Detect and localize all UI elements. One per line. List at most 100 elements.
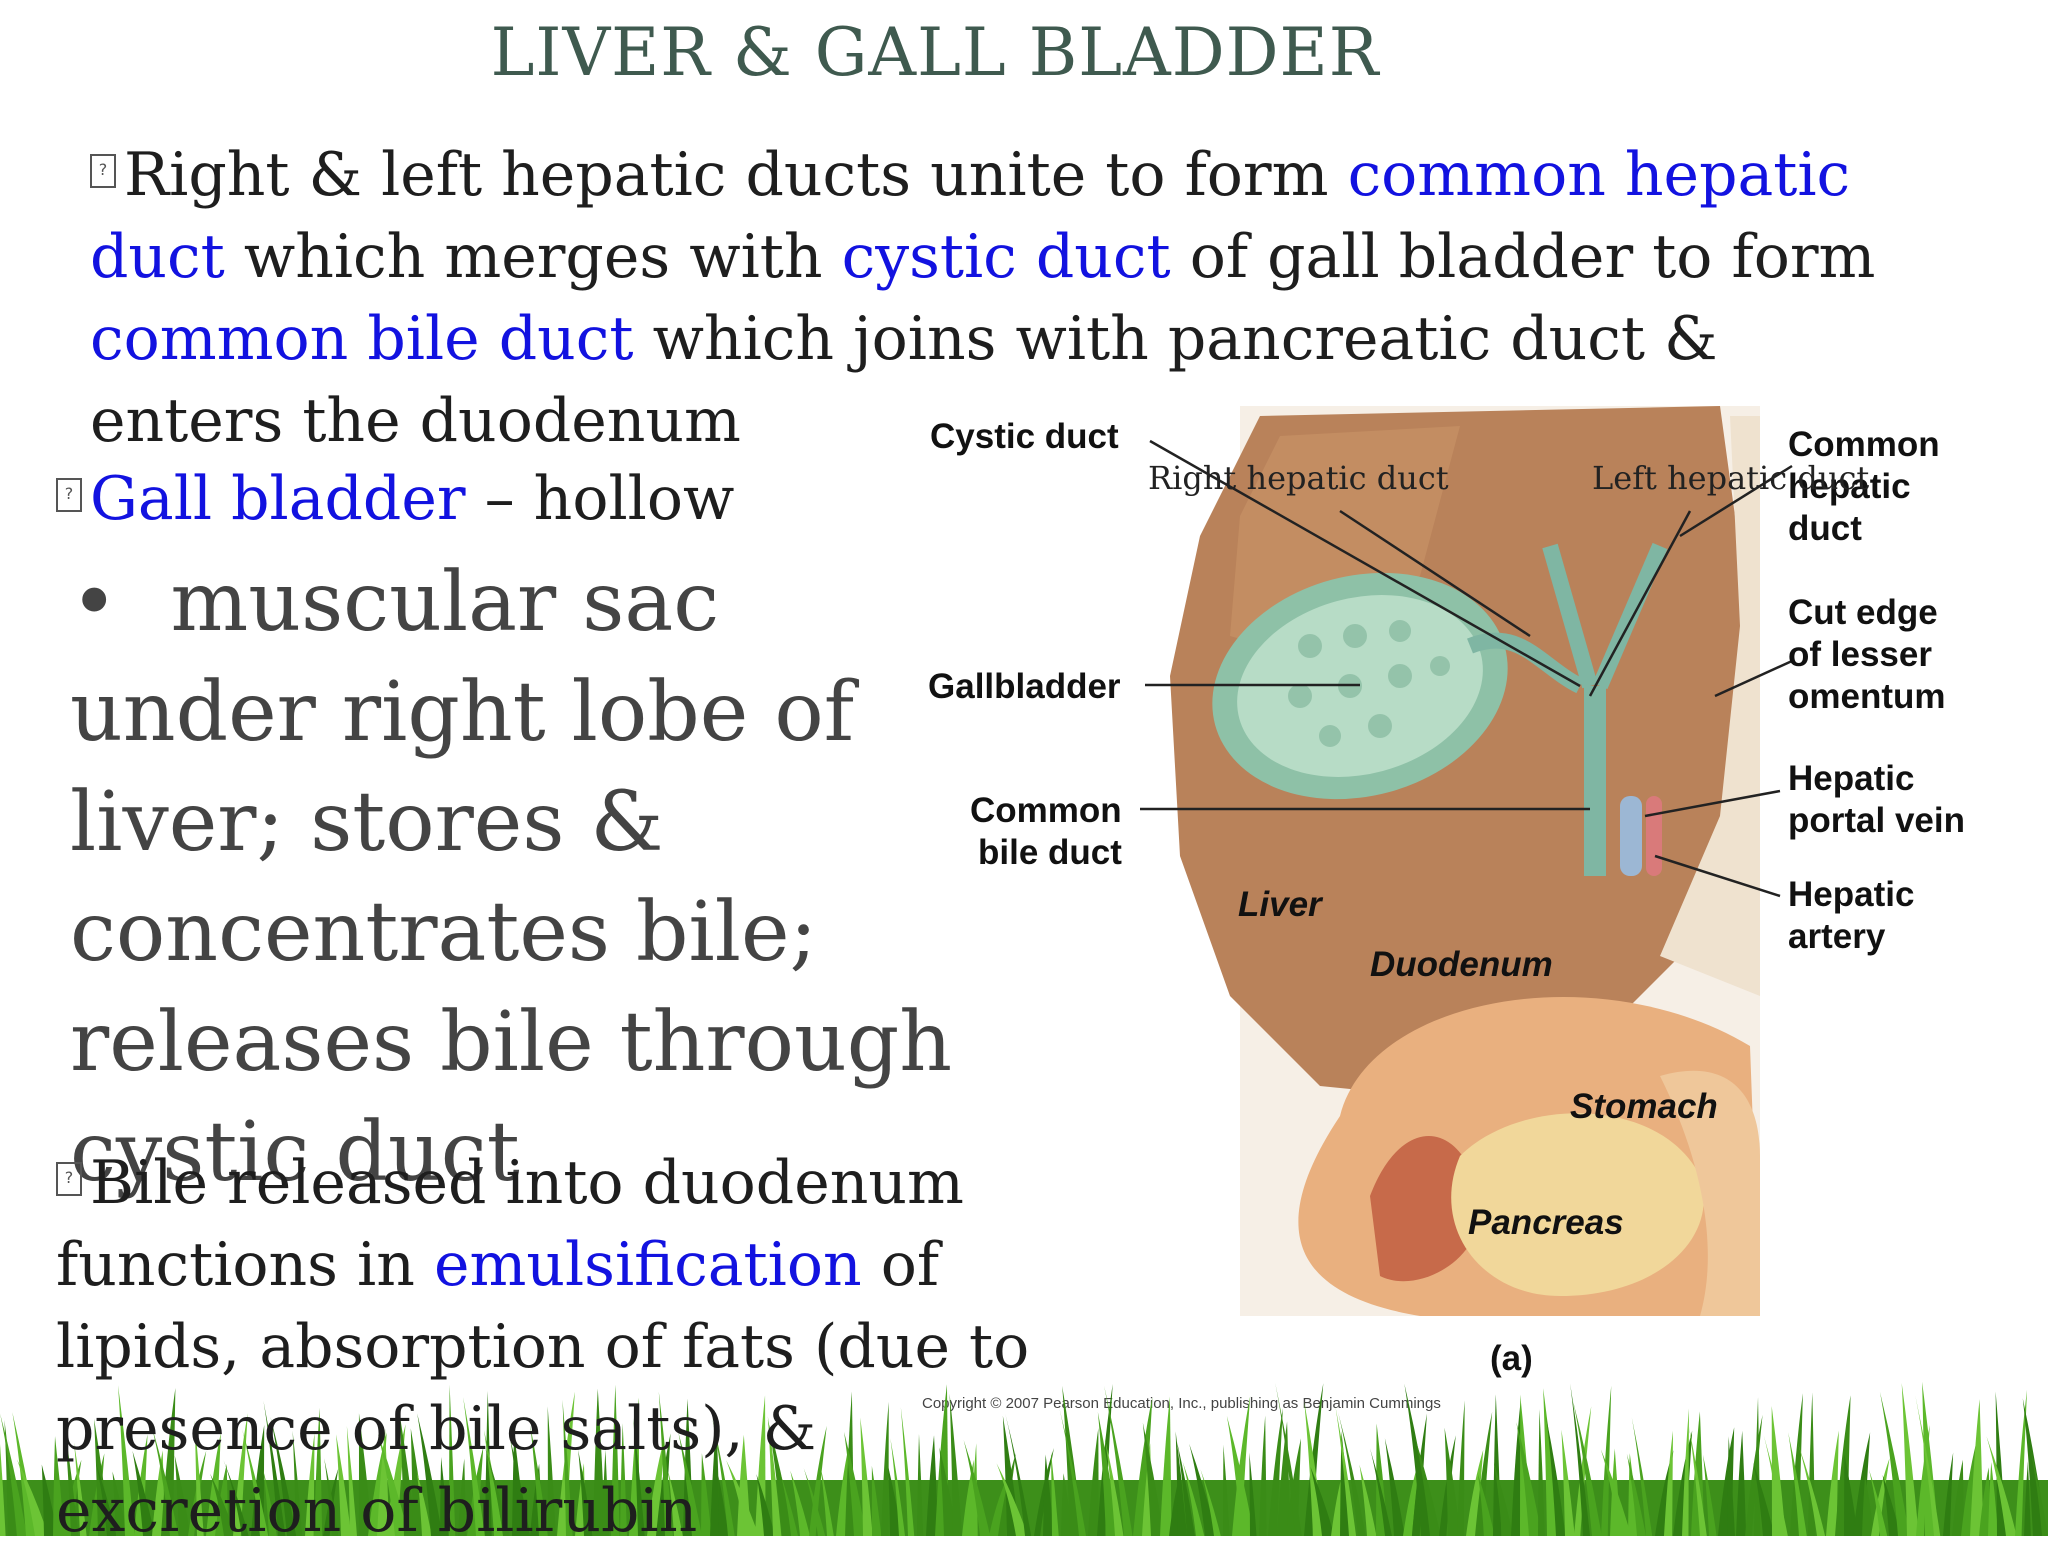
grass-blade xyxy=(881,1401,889,1536)
label-pancreas: Pancreas xyxy=(1468,1203,1624,1242)
grass-blade xyxy=(53,1436,65,1536)
grass-blade xyxy=(718,1475,729,1536)
grass-blade xyxy=(836,1446,849,1536)
grass-blade xyxy=(1763,1435,1788,1536)
grass-blade xyxy=(1005,1413,1032,1536)
term-common-bile-duct: common bile duct xyxy=(90,304,634,374)
grass-blade xyxy=(174,1455,191,1536)
grass-blade xyxy=(1275,1382,1302,1536)
grass-blade xyxy=(949,1393,963,1536)
grass-blade xyxy=(242,1429,269,1536)
grass-blade xyxy=(726,1460,759,1536)
grass-blade xyxy=(112,1471,128,1536)
grass-blade xyxy=(1310,1466,1335,1536)
label-right-hepatic-duct: Right hepatic duct xyxy=(1148,459,1449,497)
grass-blades xyxy=(0,1381,2048,1536)
grass-blade xyxy=(1986,1436,2017,1536)
grass-blade xyxy=(668,1471,683,1536)
grass-blade xyxy=(611,1384,620,1536)
grass-blade xyxy=(1574,1406,1592,1536)
label-duodenum: Duodenum xyxy=(1370,945,1553,984)
grass-blade xyxy=(701,1452,712,1536)
grass-blade xyxy=(820,1465,834,1536)
hepatic-artery-shape xyxy=(1646,796,1662,876)
stomach-shape xyxy=(1660,1070,1760,1316)
grass-blade xyxy=(767,1419,794,1536)
text: of lipids, absorption of fats (due to pr… xyxy=(56,1230,1030,1546)
sub-bullet-muscular-sac: • muscular sac under right lobe of liver… xyxy=(70,548,960,1208)
grass-blade xyxy=(1050,1451,1059,1536)
grass-blade xyxy=(1259,1415,1267,1536)
missing-glyph-bullet: ? xyxy=(56,478,82,513)
portal-vein-shape xyxy=(1620,796,1642,876)
label-common-hepatic-duct-2: hepatic xyxy=(1788,467,1911,506)
grass-blade xyxy=(2024,1461,2031,1536)
grass-blade xyxy=(989,1475,1009,1536)
grass-blade xyxy=(1043,1454,1054,1536)
grass-blade xyxy=(1226,1415,1255,1536)
grass-blade xyxy=(602,1449,610,1536)
grass-blade xyxy=(530,1425,548,1536)
grass-blade xyxy=(996,1463,1028,1536)
grass-blade xyxy=(790,1470,810,1536)
grass-blade xyxy=(963,1439,991,1536)
grass-blade xyxy=(377,1428,390,1536)
grass-blade xyxy=(593,1388,606,1536)
grass-blade xyxy=(386,1424,406,1536)
pancreas-shape xyxy=(1451,1113,1704,1296)
left-hepatic-duct-shape xyxy=(1592,542,1668,690)
grass-blade xyxy=(64,1424,79,1536)
grass-blade xyxy=(440,1456,449,1536)
grass-blade xyxy=(658,1391,673,1536)
grass-blade xyxy=(890,1438,906,1536)
grass-blade xyxy=(1561,1429,1575,1536)
grass-blade xyxy=(767,1416,782,1536)
label-cut-edge-3: omentum xyxy=(1788,677,1946,716)
grass-blade xyxy=(1177,1441,1195,1536)
grass-blade xyxy=(2030,1447,2048,1536)
label-common-bile-duct-1: Common xyxy=(970,791,1122,830)
grass-blade xyxy=(0,1444,6,1536)
grass-blade xyxy=(1088,1428,1099,1536)
grass-blade xyxy=(1952,1459,1965,1536)
missing-glyph-bullet: ? xyxy=(56,1162,82,1197)
right-hepatic-duct-shape xyxy=(1542,543,1598,689)
label-liver: Liver xyxy=(1238,885,1324,924)
paragraph-gall-bladder: ?Gall bladder – hollow xyxy=(56,458,956,540)
grass-blade xyxy=(1034,1448,1054,1536)
grass-blade xyxy=(1249,1452,1257,1536)
grass-blade xyxy=(1901,1383,1919,1536)
grass-blade xyxy=(1572,1400,1602,1536)
grass-blade xyxy=(629,1397,640,1536)
grass-blade xyxy=(860,1417,873,1536)
grass-decoration xyxy=(0,1381,2048,1536)
grass-blade xyxy=(17,1459,49,1536)
grass-blade xyxy=(194,1420,204,1536)
term-emulsification: emulsification xyxy=(433,1230,862,1300)
grass-blade xyxy=(1682,1408,1689,1536)
label-left-hepatic-duct: Left hepatic duct xyxy=(1592,459,1869,497)
grass-blade xyxy=(1516,1422,1542,1536)
grass-blade xyxy=(1369,1448,1392,1536)
grass-blade xyxy=(1570,1383,1590,1536)
grass-blade xyxy=(95,1463,117,1536)
grass-blade xyxy=(336,1434,352,1536)
label-cut-edge-2: of lesser xyxy=(1788,635,1932,674)
grass-blade xyxy=(1703,1454,1717,1536)
grass-blade xyxy=(1200,1469,1221,1536)
grass-blade xyxy=(314,1407,323,1536)
grass-blade xyxy=(962,1459,974,1536)
label-panel-a: (a) xyxy=(1490,1339,1533,1378)
grass-blade xyxy=(1688,1426,1707,1536)
grass-blade xyxy=(1546,1416,1566,1536)
text: which joins with pancreatic duct & enter… xyxy=(90,304,1718,456)
grass-blade xyxy=(803,1468,826,1536)
grass-blade xyxy=(1059,1409,1087,1536)
label-common-hepatic-duct-1: Common xyxy=(1788,425,1940,464)
grass-blade xyxy=(1826,1430,1839,1536)
text: – hollow xyxy=(465,464,735,534)
liver-gallbladder-figure: Cystic duct Common hepatic duct Gallblad… xyxy=(922,406,1965,1412)
grass-blade xyxy=(620,1423,627,1536)
term-cystic-duct: cystic duct xyxy=(841,222,1171,292)
grass-blade xyxy=(1797,1442,1826,1536)
